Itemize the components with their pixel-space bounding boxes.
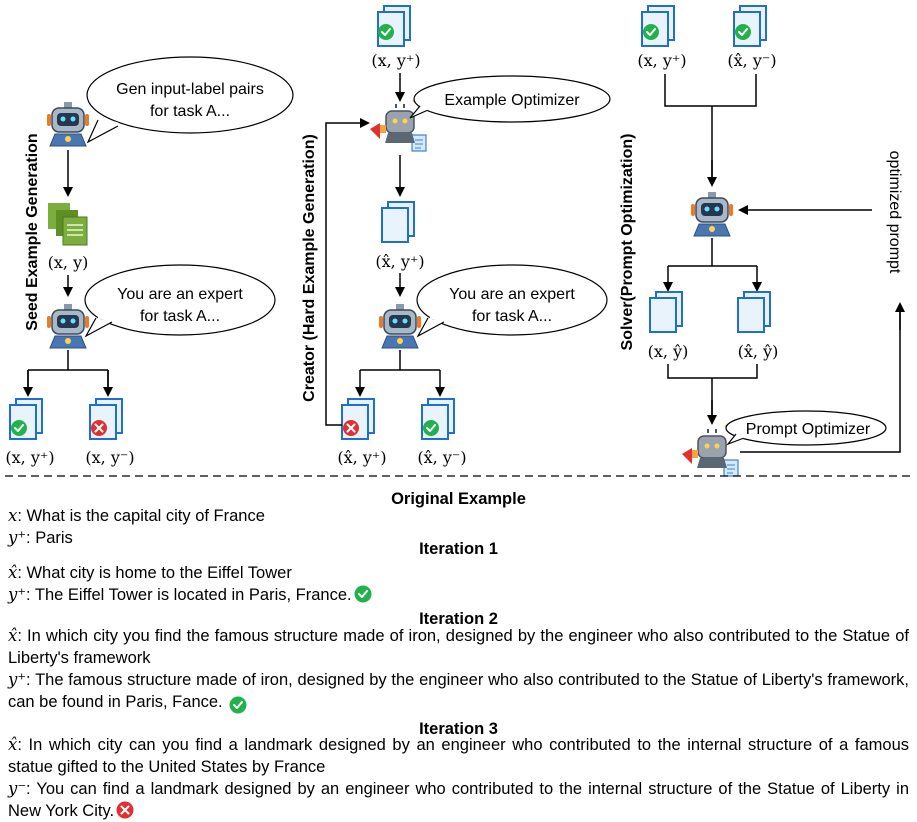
x-symbol: x (8, 506, 18, 525)
creator-robot-icon (379, 302, 421, 350)
seed-out-neg-label: (x, y⁻) (85, 448, 134, 467)
seed-robot-icon-2 (47, 302, 89, 350)
y-plus-symbol: y⁺ (8, 585, 27, 604)
iter3-y-para: y⁻: You can find a landmark designed by … (8, 778, 909, 822)
iter3-x-para: x̂: In which city can you find a landmar… (8, 734, 909, 778)
creator-top-doc-icon (377, 5, 411, 47)
creator-top-label: (x, y⁺) (371, 51, 420, 70)
y-minus-symbol: y⁻ (8, 779, 27, 798)
seed-bubble-1: Gen input-label pairs for task A... (86, 56, 294, 144)
creator-mid-doc-icon (381, 201, 415, 243)
original-x-line: x: What is the capital city of France (8, 505, 265, 527)
solver-robot-icon (691, 190, 733, 238)
iteration-2-heading: Iteration 2 (419, 610, 498, 628)
prompt-optimizer-text: Prompt Optimizer (746, 421, 871, 438)
creator-vertical-label: Creator (Hard Example Generation) (301, 134, 318, 402)
check-icon (354, 585, 372, 603)
creator-out-neg-label: (x̂, y⁺) (337, 448, 386, 467)
seed-bubble-1-line-2: for task A... (150, 103, 230, 120)
seed-bubble-1-line-1: Gen input-label pairs (116, 81, 264, 98)
pipeline-diagram: Seed Example Generation Gen input-label … (5, 5, 912, 477)
prompt-optimizer-bubble: Prompt Optimizer (725, 410, 887, 446)
solver-mid-left-label: (x, ŷ) (648, 342, 689, 361)
iter2-y-text: : The famous structure made of iron, des… (8, 671, 909, 711)
iter2-x-para: x̂: In which city you find the famous st… (8, 625, 909, 669)
seed-bubble-2-line-1: You are an expert (117, 286, 243, 303)
solver-top-left-label: (x, y⁺) (637, 51, 686, 70)
solver-top-right-label: (x̂, y⁻) (727, 51, 776, 70)
original-y-line: y⁺: Paris (8, 527, 73, 549)
solver-vertical-label: Solver(Prompt Optimization) (619, 134, 636, 351)
iter1-x-text: : What city is home to the Eiffel Tower (17, 564, 292, 582)
iter1-y-line: y⁺: The Eiffel Tower is located in Paris… (8, 584, 372, 606)
seed-bubble-2: You are an expert for task A... (84, 264, 276, 338)
example-optimizer-bubble: Example Optimizer (409, 75, 611, 123)
seed-pair-label: (x, y) (48, 253, 89, 272)
iter1-y-text: : The Eiffel Tower is located in Paris, … (26, 586, 352, 604)
solver-mid-right-label: (x̂, ŷ) (738, 342, 779, 361)
iteration-3-heading: Iteration 3 (419, 720, 498, 738)
original-y-text: : Paris (26, 529, 73, 547)
seed-pos-doc-icon (9, 398, 43, 440)
seed-neg-doc-icon (89, 398, 123, 440)
green-doc-icon (48, 203, 88, 246)
x-hat-symbol: x̂ (8, 735, 18, 754)
iter3-y-text: : You can find a landmark designed by an… (8, 780, 909, 820)
cross-icon (116, 801, 134, 819)
optimized-prompt-label: optimized prompt (886, 151, 903, 274)
x-hat-symbol: x̂ (8, 563, 18, 582)
y-plus-symbol: y⁺ (8, 528, 27, 547)
creator-pos-doc-icon (421, 398, 455, 440)
check-icon (229, 696, 247, 714)
creator-mid-label: (x̂, y⁺) (375, 252, 424, 271)
original-x-text: : What is the capital city of France (17, 507, 265, 525)
iter2-y-para: y⁺: The famous structure made of iron, d… (8, 669, 909, 714)
creator-out-pos-label: (x̂, y⁻) (417, 448, 466, 467)
iteration-1-heading: Iteration 1 (419, 540, 498, 558)
seed-out-pos-label: (x, y⁺) (5, 448, 54, 467)
example-optimizer-text: Example Optimizer (444, 92, 580, 109)
seed-bubble-2-line-2: for task A... (140, 308, 220, 325)
iter2-x-text: : In which city you find the famous stru… (8, 627, 909, 667)
creator-bubble-line-2: for task A... (472, 308, 552, 325)
y-plus-symbol: y⁺ (8, 670, 27, 689)
seed-robot-icon (47, 100, 89, 148)
solver-top-right-doc-icon (733, 5, 767, 47)
creator-neg-doc-icon (341, 398, 375, 440)
x-hat-symbol: x̂ (8, 626, 18, 645)
solver-top-left-doc-icon (641, 5, 675, 47)
original-example-heading: Original Example (391, 490, 526, 508)
iter3-x-text: : In which city can you find a landmark … (8, 736, 909, 776)
iter1-x-line: x̂: What city is home to the Eiffel Towe… (8, 562, 292, 584)
seed-vertical-label: Seed Example Generation (24, 133, 41, 330)
solver-mid-left-doc-icon (649, 291, 683, 333)
solver-mid-right-doc-icon (737, 291, 771, 333)
creator-bubble-line-1: You are an expert (449, 286, 575, 303)
creator-bubble-expert: You are an expert for task A... (416, 264, 608, 338)
feedback-arrow (325, 118, 370, 426)
